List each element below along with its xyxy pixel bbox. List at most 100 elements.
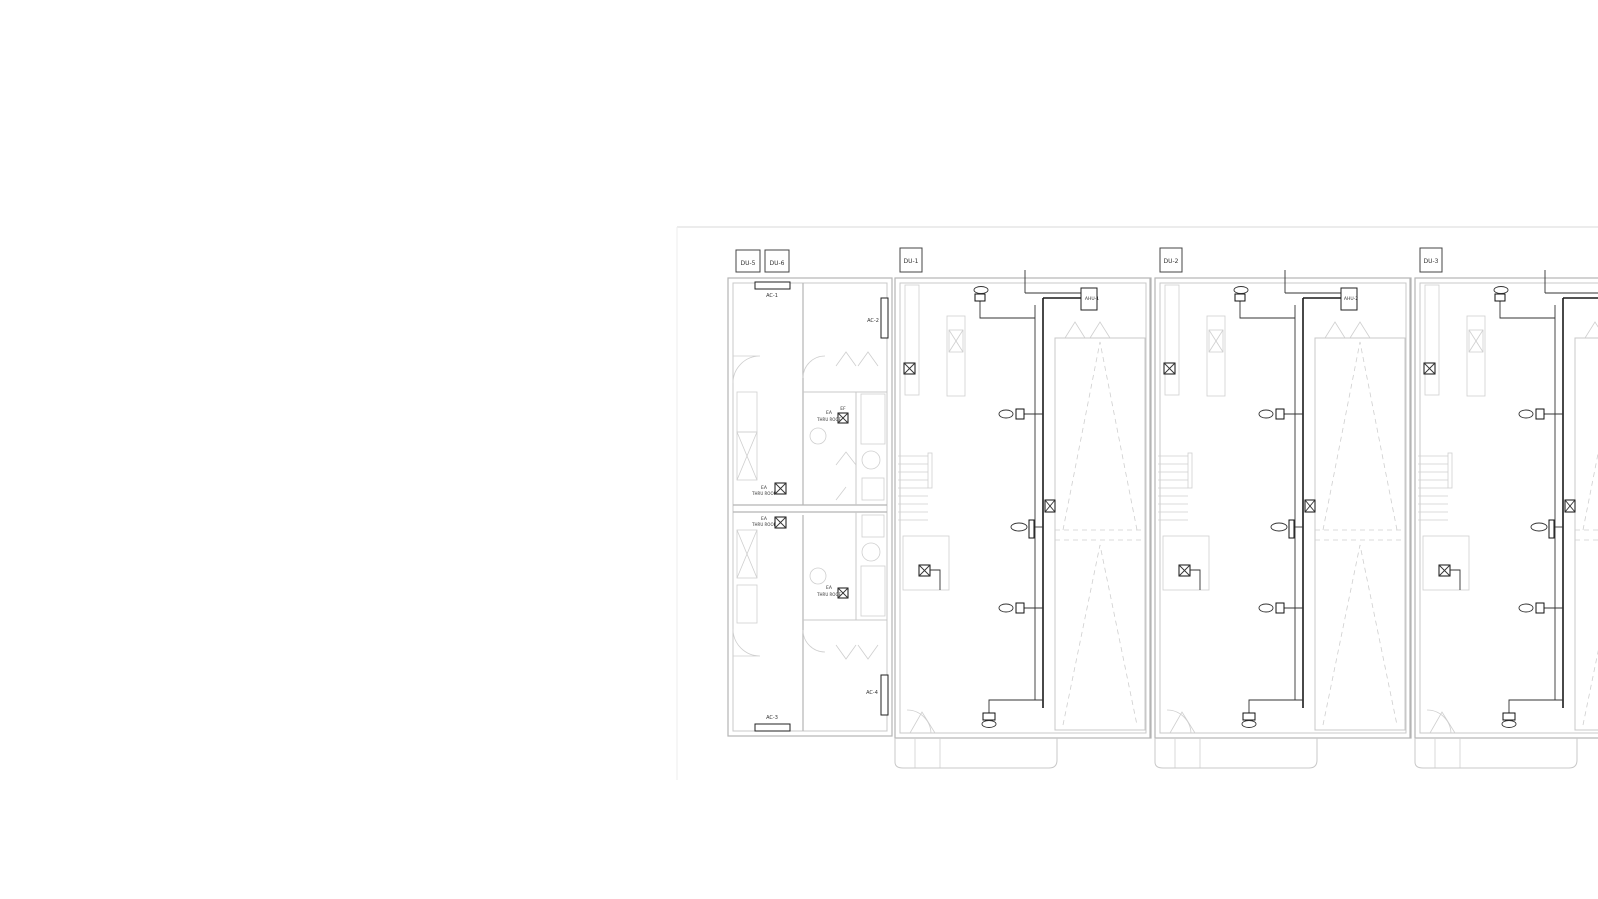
thru-roof-label: THRU ROOF xyxy=(751,491,777,496)
plan-line xyxy=(1208,329,1224,353)
garage-dash xyxy=(1582,451,1598,531)
door-swing-icon xyxy=(906,709,932,734)
unit-wall xyxy=(899,282,1147,734)
unit-wall xyxy=(1154,277,1412,739)
fan-icon xyxy=(1423,362,1436,375)
door-swing-icon xyxy=(909,711,936,734)
ea-label: EA xyxy=(826,585,833,591)
diffuser-icon xyxy=(1502,712,1516,721)
damper xyxy=(1564,499,1576,513)
stoop xyxy=(1154,738,1318,769)
diffuser-icon xyxy=(1234,293,1246,302)
door-swing-icon xyxy=(1166,709,1192,734)
duct-branch xyxy=(1239,300,1295,319)
garage-outline xyxy=(1574,337,1598,731)
ac2-label: AC-2 xyxy=(867,318,879,324)
stoop xyxy=(1414,738,1578,769)
duct-branch xyxy=(988,699,1043,714)
fan-icon xyxy=(1438,564,1451,577)
unit-wall xyxy=(1159,282,1407,734)
grille-tag xyxy=(973,286,989,294)
toilet-icon xyxy=(861,542,881,562)
fan-icon xyxy=(903,362,916,375)
kitchen-island xyxy=(1206,315,1226,397)
door-swing-icon xyxy=(732,628,761,657)
du6-tag-box xyxy=(764,249,790,273)
door-swing-icon xyxy=(1584,321,1598,339)
diffuser-icon xyxy=(1535,408,1545,420)
door-swing-icon xyxy=(1064,321,1111,339)
garage-dash xyxy=(1582,650,1598,726)
thru-roof-label: THRU ROOF xyxy=(751,522,777,527)
kitchen-island xyxy=(1466,315,1486,397)
unit-wall xyxy=(1419,282,1598,734)
garage-dash xyxy=(1062,341,1138,531)
du3-tag: DU-3 xyxy=(1424,258,1439,265)
fan-icon xyxy=(1163,362,1176,375)
door-swing-icon xyxy=(732,355,761,384)
grille-tag xyxy=(1493,286,1509,294)
damper xyxy=(1304,499,1316,513)
ef-label: EF xyxy=(840,406,846,412)
grille-tag xyxy=(998,603,1014,613)
garage-dash xyxy=(1322,341,1398,531)
door-swing-icon xyxy=(1426,709,1452,734)
garage-outline xyxy=(1054,337,1146,731)
plan-line xyxy=(948,329,964,353)
ea-label: EA xyxy=(826,410,833,416)
duct-branch xyxy=(1508,699,1563,714)
counter xyxy=(1164,284,1180,396)
du3-tag-box xyxy=(1419,247,1443,273)
fan-icon xyxy=(918,564,931,577)
grille-tag xyxy=(1241,720,1257,728)
ahu-unit xyxy=(1340,287,1358,311)
grille-tag xyxy=(1010,522,1028,532)
grille-tag xyxy=(1233,286,1249,294)
kitchen-island xyxy=(946,315,966,397)
ea-label: EA xyxy=(761,516,768,522)
garage-dash xyxy=(1322,544,1398,726)
grille-tag xyxy=(1258,603,1274,613)
unit-block-du5-du6: DU-5 DU-6 AC-1 AC-2 AC-3 AC-4 xyxy=(727,249,893,737)
diffuser-icon xyxy=(1275,408,1285,420)
du1-tag-box xyxy=(899,247,923,273)
garage-dash xyxy=(1062,544,1138,726)
unit-wall xyxy=(894,277,1152,739)
toilet-icon xyxy=(861,450,881,470)
sink xyxy=(1208,329,1224,353)
grille-tag xyxy=(1501,720,1517,728)
ahu-unit xyxy=(1080,287,1098,311)
stair-rail xyxy=(1187,452,1193,489)
return-grille xyxy=(1288,519,1295,539)
townhouse-units xyxy=(894,270,1598,769)
diffuser-icon xyxy=(1494,293,1506,302)
stair-rail xyxy=(1447,452,1453,489)
ac3-label: AC-3 xyxy=(766,715,778,721)
diffuser-icon xyxy=(1015,408,1025,420)
diffuser-icon xyxy=(974,293,986,302)
damper xyxy=(1044,499,1056,513)
stoop xyxy=(894,738,1058,769)
duct-branch xyxy=(1450,569,1461,590)
powder-room xyxy=(902,535,950,591)
ac1-label: AC-1 xyxy=(766,293,778,299)
diffuser-icon xyxy=(1275,602,1285,614)
powder-room xyxy=(1422,535,1470,591)
return-grille xyxy=(1548,519,1555,539)
duct-branch xyxy=(1190,569,1201,590)
door-swing-icon xyxy=(1169,711,1196,734)
duct-branch xyxy=(1248,699,1303,714)
du2-tag: DU-2 xyxy=(1164,258,1179,265)
diffuser-icon xyxy=(1015,602,1025,614)
ac4-label: AC-4 xyxy=(866,690,878,696)
thru-roof-label: THRU ROOF xyxy=(816,592,842,597)
grille-tag xyxy=(1518,409,1534,419)
door-swing-icon xyxy=(1429,711,1456,734)
fan-icon xyxy=(1178,564,1191,577)
diffuser-icon xyxy=(982,712,996,721)
du6-tag: DU-6 xyxy=(770,260,785,267)
duct-branch xyxy=(930,569,941,590)
sink xyxy=(948,329,964,353)
counter xyxy=(1424,284,1440,396)
